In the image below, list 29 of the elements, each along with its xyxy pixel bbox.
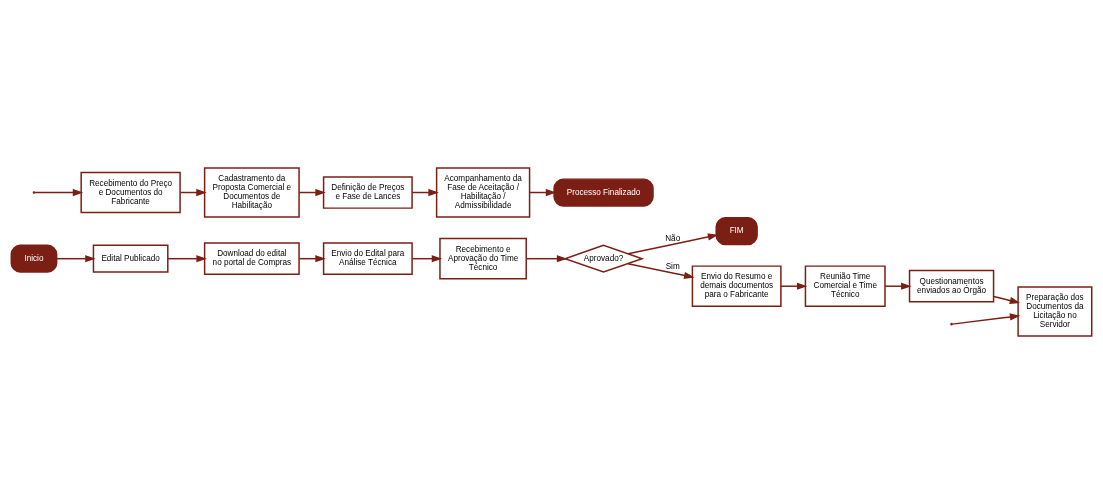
arrow (627, 232, 719, 254)
edge-label: Sim (665, 261, 680, 271)
arrow (34, 188, 84, 196)
node-box: Recebimento do Preço e Documentos do Fabricante (80, 171, 181, 213)
arrow (525, 254, 568, 262)
node-box: Definição de Preços e Fase de Lances (322, 175, 413, 209)
arrow (411, 254, 443, 262)
node-box: Processo Finalizado (553, 177, 654, 207)
node-box: Reunião Time Comercial e Time Técnico (804, 264, 886, 307)
node-box: FIM (715, 216, 758, 245)
node-box: Acompanhamento da Fase de Aceitação / Habilitação / Admissibilidade (435, 166, 531, 218)
arrow (884, 282, 912, 290)
node-box: Envio do Resumo e demais documentos para o Fabricante (691, 264, 782, 307)
node-box: Questionamentos enviados ao Órgão (908, 269, 995, 303)
arrow (951, 312, 1021, 325)
arrow (167, 254, 207, 262)
node-box: Recebimento e Aprovação do Time Técnico (439, 237, 527, 279)
arrow (56, 254, 96, 262)
node-box: Preparação dos Documentos da Licitação no Servidor (1017, 285, 1093, 337)
arrow (627, 262, 695, 279)
node-box: Edital Publicado (92, 244, 169, 273)
node-box: Envio do Edital para Análise Técnica (322, 241, 413, 275)
arrow (993, 295, 1021, 304)
node-box: Inicio (10, 244, 58, 273)
node-box: Cadastramento da Proposta Comercial e Documentos de Habilitação (203, 166, 300, 218)
edge-label: Não (665, 233, 681, 243)
node-diamond: Aprovado? (562, 244, 645, 273)
node-box: Download do edital no portal de Compras (203, 241, 300, 275)
arrow (780, 282, 808, 290)
